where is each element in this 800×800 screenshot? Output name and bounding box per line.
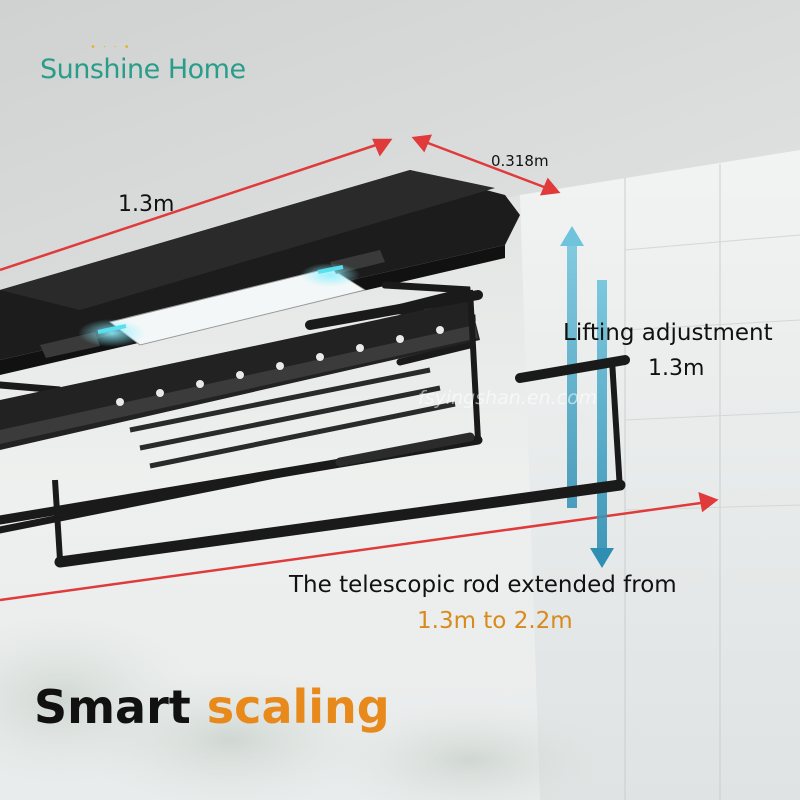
- length-label: 1.3m: [118, 192, 175, 217]
- brand-sparkle-icon: • ⋅ ⋅ •: [90, 42, 132, 53]
- depth-arrow: [411, 134, 561, 196]
- telescopic-title: The telescopic rod extended from: [289, 572, 677, 598]
- headline-word-smart: Smart: [34, 680, 191, 734]
- length-arrow: [0, 138, 393, 272]
- headline-word-scaling: scaling: [206, 680, 390, 734]
- watermark: fsyingshan.en.com: [418, 387, 598, 409]
- hanger-housing: [0, 170, 520, 375]
- headline: Smart scaling: [34, 680, 390, 734]
- lifting-title: Lifting adjustment: [563, 320, 773, 346]
- telescopic-rods: [0, 290, 630, 568]
- lifting-value: 1.3m: [648, 356, 705, 381]
- telescopic-arrow: [0, 492, 719, 602]
- drying-rack: [0, 289, 623, 561]
- brand-name: Sunshine Home: [40, 54, 246, 85]
- telescopic-range: 1.3m to 2.2m: [417, 608, 573, 634]
- depth-label: 0.318m: [491, 152, 549, 170]
- brand-logo: • ⋅ ⋅ • Sunshine Home: [40, 42, 246, 85]
- lifting-arrows: [560, 226, 614, 568]
